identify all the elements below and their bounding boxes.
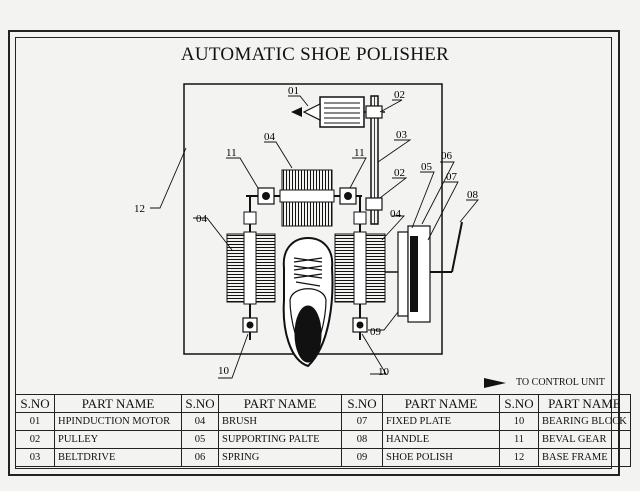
- cell: 04: [181, 412, 219, 431]
- cell: SPRING: [218, 448, 342, 467]
- cell: 11: [499, 430, 539, 449]
- cell: 01: [15, 412, 55, 431]
- header-sno-4: S.NO: [499, 394, 539, 413]
- inner-border: [15, 37, 612, 469]
- header-part-name-4: PART NAME: [538, 394, 631, 413]
- callout-01: 01: [288, 85, 299, 97]
- cell: HANDLE: [382, 430, 500, 449]
- header-sno-1: S.NO: [15, 394, 55, 413]
- callout-06: 06: [441, 150, 453, 162]
- table-row: 01 HPINDUCTION MOTOR 04 BRUSH 07 FIXED P…: [15, 412, 631, 431]
- header-part-name-1: PART NAME: [54, 394, 182, 413]
- callout-03: 03: [396, 129, 408, 141]
- callout-10-left: 10: [218, 365, 230, 377]
- top-brush: [246, 169, 362, 227]
- callout-09: 09: [370, 326, 382, 338]
- cell: 10: [499, 412, 539, 431]
- cell: SHOE POLISH: [382, 448, 500, 467]
- cell: 06: [181, 448, 219, 467]
- cell: BEVAL GEAR: [538, 430, 631, 449]
- cell: FIXED PLATE: [382, 412, 500, 431]
- cell: 08: [341, 430, 383, 449]
- callout-05: 05: [421, 161, 433, 173]
- cell: 07: [341, 412, 383, 431]
- control-unit-arrow: [484, 378, 506, 388]
- cell: BRUSH: [218, 412, 342, 431]
- polish-unit: [385, 221, 463, 323]
- right-side-brush: [334, 196, 386, 340]
- cell: 02: [15, 430, 55, 449]
- table-row: 03 BELTDRIVE 06 SPRING 09 SHOE POLISH 12…: [15, 448, 631, 467]
- header-sno-2: S.NO: [181, 394, 219, 413]
- cell: BELTDRIVE: [54, 448, 182, 467]
- control-unit-label: TO CONTROL UNIT: [516, 377, 605, 388]
- outer-border: [8, 30, 620, 476]
- callout-11-left: 11: [226, 147, 237, 159]
- callout-04-top: 04: [264, 131, 276, 143]
- drawing-title: AUTOMATIC SHOE POLISHER: [180, 44, 450, 65]
- shoe: [282, 236, 334, 368]
- callout-10-right: 10: [378, 366, 390, 378]
- header-part-name-3: PART NAME: [382, 394, 500, 413]
- callout-12: 12: [134, 203, 145, 215]
- header-sno-3: S.NO: [341, 394, 383, 413]
- callout-08: 08: [467, 189, 479, 201]
- cell: 09: [341, 448, 383, 467]
- cell: SUPPORTING PALTE: [218, 430, 342, 449]
- callout-04-right: 04: [390, 208, 402, 220]
- motor-assembly: [291, 96, 385, 128]
- parts-table: S.NO PART NAME S.NO PART NAME S.NO PART …: [15, 394, 631, 467]
- callout-04-left: 04: [196, 213, 208, 225]
- callout-02-top: 02: [394, 89, 405, 101]
- table-header-row: S.NO PART NAME S.NO PART NAME S.NO PART …: [15, 394, 631, 413]
- callout-02-lower: 02: [394, 167, 405, 179]
- table-row: 02 PULLEY 05 SUPPORTING PALTE 08 HANDLE …: [15, 430, 631, 449]
- cell: PULLEY: [54, 430, 182, 449]
- callout-11-right: 11: [354, 147, 365, 159]
- cell: 12: [499, 448, 539, 467]
- cell: BEARING BLOCK: [538, 412, 631, 431]
- left-side-brush: [226, 196, 276, 340]
- cell: BASE FRAME: [538, 448, 631, 467]
- callout-07: 07: [446, 171, 458, 183]
- cell: 05: [181, 430, 219, 449]
- pulley-belt: [365, 95, 383, 225]
- cell: 03: [15, 448, 55, 467]
- cell: HPINDUCTION MOTOR: [54, 412, 182, 431]
- leader-lines: [150, 95, 479, 379]
- header-part-name-2: PART NAME: [218, 394, 342, 413]
